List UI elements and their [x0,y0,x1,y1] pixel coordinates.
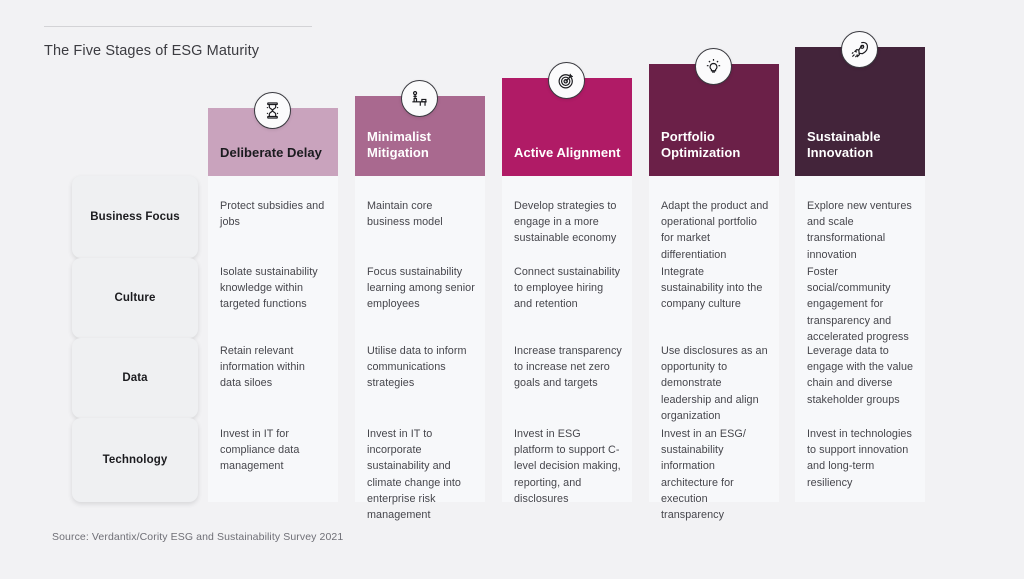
stage-title-line: Mitigation [367,144,429,160]
stage-title-line: Minimalist [367,129,432,145]
cell-business-focus: Explore new ventures and scale transform… [807,200,912,261]
stage-title: Deliberate Delay [220,145,322,160]
stage-title-line: Sustainable [807,129,881,145]
row-label-text: Business Focus [90,211,180,223]
stage-title: Minimalist Mitigation [367,129,431,160]
stage-body-active-alignment: Develop strategies to engage in a more s… [502,176,632,505]
cell-culture: Focus sustainability learning among seni… [367,266,475,311]
cell-business-focus: Develop strategies to engage in a more s… [514,200,617,245]
stage-title-line: Optimization [661,144,741,160]
row-label-business-focus: Business Focus [72,176,198,258]
row-label-technology: Technology [72,418,198,502]
row-label-text: Technology [102,454,168,466]
cell-culture: Foster social/community engagement for t… [807,266,909,343]
cell-data: Leverage data to engage with the value c… [807,345,914,406]
cell-technology: Invest in ESG platform to support C-leve… [514,428,621,505]
stage-title-line: Innovation [807,144,874,160]
row-label-text: Data [122,372,148,384]
target-icon [558,73,573,89]
stage-title: Sustainable Innovation [807,129,881,160]
cell-data: Increase transparency to increase net ze… [514,345,622,390]
page-title: The Five Stages of ESG Maturity [44,43,260,59]
stage-title-line: Deliberate Delay [220,144,322,160]
cell-business-focus: Protect subsidies and jobs [220,200,325,229]
hourglass-icon-badge [254,92,291,129]
lightbulb-icon [706,59,721,73]
stage-body-portfolio-optimization: Adapt the product and operational portfo… [649,176,779,521]
lightbulb-icon-badge [695,48,732,85]
cell-data: Use disclosures as an opportunity to dem… [661,345,768,422]
row-label-text: Culture [114,292,156,304]
rocket-icon-badge [841,31,878,68]
title-divider [44,26,312,27]
hourglass-icon [266,102,279,119]
cell-technology: Invest in an ESG/ sustainability informa… [661,428,746,521]
stage-header-sustainable-innovation[interactable]: Sustainable Innovation [795,47,925,176]
cell-culture: Isolate sustainability knowledge within … [220,266,318,311]
source-note: Source: Verdantix/Cority ESG and Sustain… [52,531,344,543]
row-label-data: Data [72,338,198,418]
stage-title-line: Active Alignment [514,144,621,160]
cell-culture: Connect sustainability to employee hirin… [514,266,621,311]
stage-title-line: Portfolio [661,129,715,145]
cell-business-focus: Adapt the product and operational portfo… [661,200,769,261]
cell-technology: Invest in technologies to support innova… [807,428,912,489]
cell-data: Retain relevant information within data … [220,345,305,390]
row-label-culture: Culture [72,258,198,338]
stage-body-sustainable-innovation: Explore new ventures and scale transform… [795,176,925,502]
cell-data: Utilise data to inform communications st… [367,345,467,390]
stage-title: Active Alignment [514,145,621,160]
cell-business-focus: Maintain core business model [367,200,443,229]
stage-body-minimalist-mitigation: Maintain core business model Focus susta… [355,176,485,521]
cell-culture: Integrate sustainability into the compan… [661,266,763,311]
cell-technology: Invest in IT for compliance data managem… [220,428,300,473]
target-icon-badge [548,62,585,99]
person-at-desk-icon-badge [401,80,438,117]
stage-title: Portfolio Optimization [661,129,740,160]
cell-technology: Invest in IT to incorporate sustainabili… [367,428,461,521]
row-label-rail: Business Focus Culture Data Technology [72,176,198,502]
person-at-desk-icon [412,91,427,106]
stage-body-deliberate-delay: Protect subsidies and jobs Isolate susta… [208,176,338,502]
rocket-icon [851,41,868,58]
